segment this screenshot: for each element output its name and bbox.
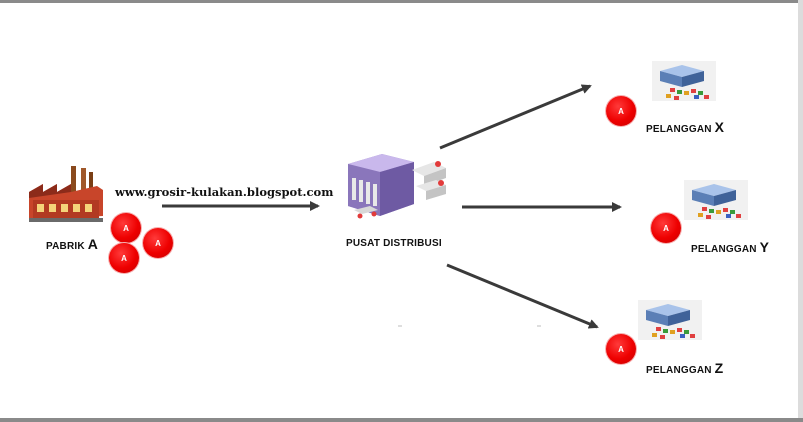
product-badge: A	[606, 334, 636, 364]
customer-x-label-prefix: PELANGGAN	[646, 124, 715, 135]
hub-label: PUSAT DISTRIBUSI	[346, 238, 442, 249]
customer-y-label-letter: Y	[759, 239, 770, 255]
customer-z-label-prefix: PELANGGAN	[646, 365, 715, 376]
badge-letter: A	[618, 344, 624, 354]
badge-letter: A	[123, 223, 129, 233]
store-icon	[652, 61, 716, 101]
badge-letter: A	[155, 238, 161, 248]
store-icon	[638, 300, 702, 340]
factory-label-letter: A	[87, 236, 99, 252]
product-badge: A	[111, 213, 141, 243]
customer-y-label: PELANGGAN Y	[691, 239, 769, 255]
bottom-border	[0, 418, 803, 422]
product-badge: A	[606, 96, 636, 126]
customer-y-label-prefix: PELANGGAN	[691, 244, 760, 255]
badge-letter: A	[663, 223, 669, 233]
factory-icon	[29, 166, 103, 222]
distribution-center-icon	[348, 154, 446, 219]
customer-x-label-letter: X	[714, 119, 725, 135]
product-badge: A	[651, 213, 681, 243]
arrow-hub-to-customer-z	[446, 263, 599, 329]
customer-x-label: PELANGGAN X	[646, 119, 724, 135]
top-border	[0, 0, 803, 3]
badge-letter: A	[618, 106, 624, 116]
product-badge: A	[109, 243, 139, 273]
right-border	[798, 0, 803, 422]
customer-z-label: PELANGGAN Z	[646, 360, 723, 376]
factory-label-prefix: PABRIK	[46, 241, 88, 252]
watermark-url: www.grosir-kulakan.blogspot.com	[115, 185, 334, 199]
product-badge: A	[143, 228, 173, 258]
customer-z-label-letter: Z	[714, 360, 724, 376]
factory-label: PABRIK A	[46, 236, 98, 252]
badge-letter: A	[121, 253, 127, 263]
arrow-hub-to-customer-x	[439, 84, 592, 150]
store-icon	[684, 180, 748, 220]
